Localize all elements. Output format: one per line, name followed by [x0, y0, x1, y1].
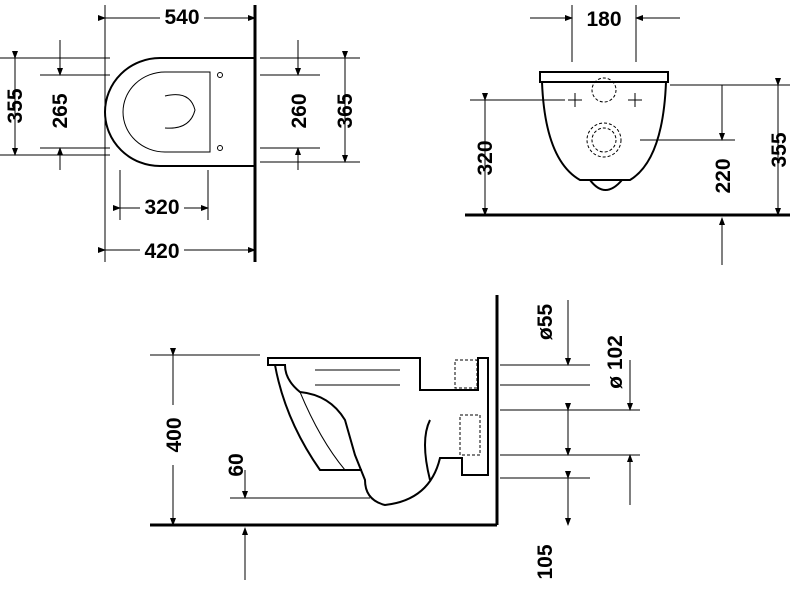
dim-height-outer-left: 355	[4, 88, 27, 123]
bowl-outline	[104, 57, 255, 167]
front-view: 180 320 220 355	[465, 5, 791, 265]
dim-floor-offset: 105	[534, 544, 557, 579]
dim-inlet-diameter: ø 102	[604, 335, 627, 389]
dim-height-right: 355	[768, 132, 791, 167]
bowl-side-outline	[267, 357, 489, 507]
dim-height-inner-left: 265	[49, 93, 72, 128]
dim-rim-height: 400	[163, 417, 186, 452]
dim-outlet-diameter: ø55	[534, 304, 557, 341]
seat-outline	[122, 71, 211, 153]
dim-height-mid: 220	[712, 158, 735, 193]
dim-height-inner-right: 260	[288, 93, 311, 128]
dim-height-outer-right: 365	[334, 93, 357, 128]
dim-depth: 420	[144, 240, 179, 263]
dim-height-left: 320	[474, 140, 497, 175]
dim-width-top: 180	[586, 8, 621, 31]
bowl-front-outline	[541, 81, 667, 181]
dim-width-total: 540	[164, 6, 199, 29]
dim-bolt-spacing: 320	[144, 196, 179, 219]
side-view: 400 60 ø55 ø 102 105	[150, 295, 640, 580]
top-view: 540 355 265 260 365 320 420	[0, 5, 360, 263]
dim-water-level: 60	[225, 453, 248, 476]
